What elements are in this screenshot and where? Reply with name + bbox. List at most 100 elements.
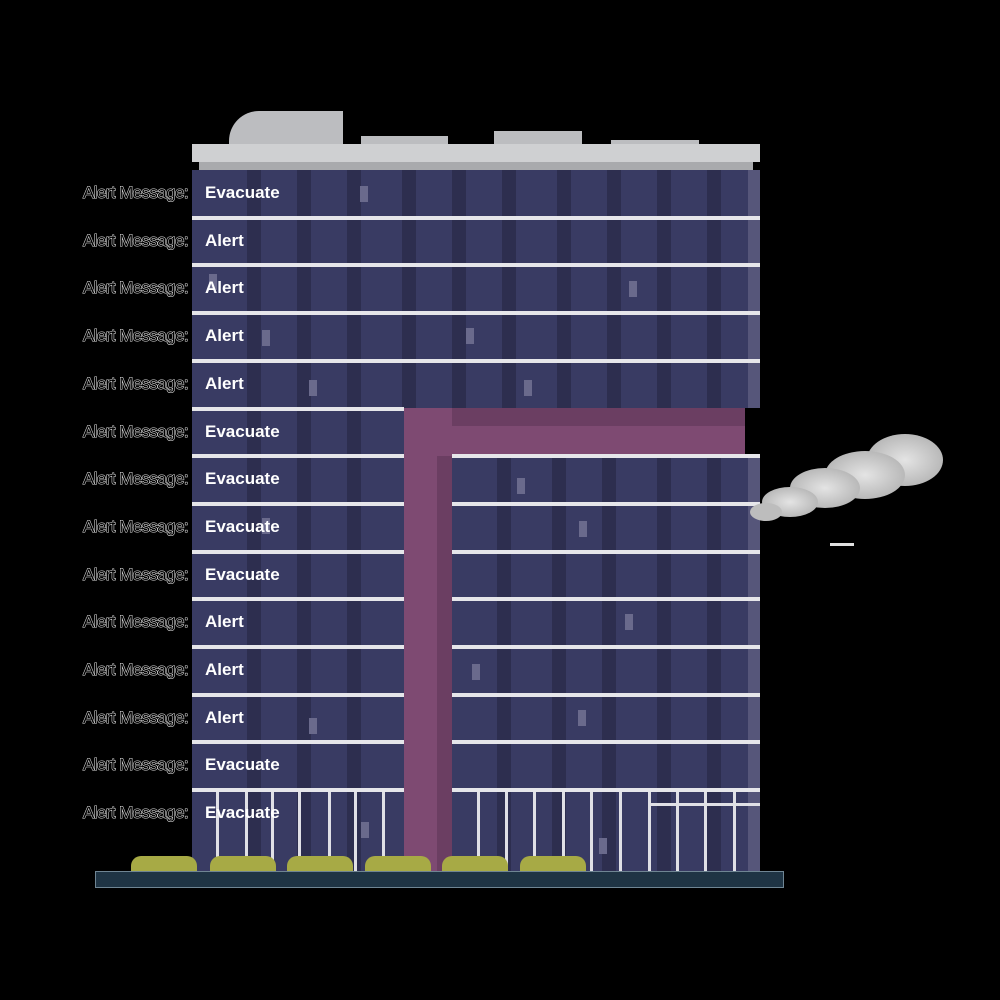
- floor-divider: [452, 597, 760, 601]
- planter: [520, 856, 586, 872]
- floor-divider: [192, 597, 404, 601]
- floor-divider: [192, 550, 404, 554]
- planter: [442, 856, 508, 872]
- lit-window: [625, 614, 633, 630]
- floor-divider: [452, 645, 760, 649]
- floor-alert-status: Evacuate: [205, 565, 280, 584]
- floor-divider: [192, 311, 760, 315]
- floor-divider: [192, 740, 404, 744]
- floor-alert-status: Evacuate: [205, 517, 280, 536]
- floor-divider: [192, 454, 404, 458]
- floor-divider: [452, 788, 760, 792]
- floor-divider: [192, 645, 404, 649]
- floor-alert-label: Alert Message:: [83, 469, 190, 489]
- mullion: [704, 792, 707, 872]
- mullion: [533, 792, 536, 872]
- mullion: [477, 792, 480, 872]
- floor-alert-label: Alert Message:: [83, 231, 190, 251]
- floor-divider: [192, 216, 760, 220]
- transom-bar: [648, 803, 760, 806]
- mullion: [271, 792, 274, 872]
- mullion: [216, 792, 219, 872]
- planter: [210, 856, 276, 872]
- floor-alert-status: Evacuate: [205, 183, 280, 202]
- mullion: [328, 792, 331, 872]
- roof-unit: [494, 131, 582, 145]
- floor-alert-label: Alert Message:: [83, 326, 190, 346]
- floor-alert-status: Alert: [205, 374, 244, 393]
- mullion: [245, 792, 248, 872]
- floor-alert-status: Evacuate: [205, 755, 280, 774]
- lit-window: [599, 838, 607, 854]
- lit-window: [262, 330, 270, 346]
- floor-alert-status: Alert: [205, 660, 244, 679]
- floor-divider: [192, 359, 760, 363]
- floor-alert-status: Alert: [205, 708, 244, 727]
- roof-fascia: [199, 162, 753, 170]
- mullion: [676, 792, 679, 872]
- smoke-plume-icon: [750, 434, 943, 546]
- mullion: [298, 792, 301, 872]
- floor-alert-label: Alert Message:: [83, 755, 190, 775]
- ground-base: [95, 871, 784, 888]
- mullion: [354, 792, 357, 872]
- floor-alert-label: Alert Message:: [83, 278, 190, 298]
- floor-divider: [192, 693, 404, 697]
- floor-alert-label: Alert Message:: [83, 517, 190, 537]
- roof-unit: [611, 140, 699, 145]
- mullion: [733, 792, 736, 872]
- lit-window: [472, 664, 480, 680]
- floor-alert-status: Alert: [205, 278, 244, 297]
- roof-unit: [361, 136, 448, 145]
- lit-window: [629, 281, 637, 297]
- purple-accent-shadow: [404, 408, 745, 426]
- lit-window: [579, 521, 587, 537]
- lit-window: [524, 380, 532, 396]
- floor-divider: [452, 550, 760, 554]
- floor-alert-status: Alert: [205, 231, 244, 250]
- floor-alert-status: Alert: [205, 612, 244, 631]
- lit-window: [209, 274, 217, 290]
- floor-divider: [192, 788, 404, 792]
- building-right-block: [452, 456, 760, 872]
- mullion: [562, 792, 565, 872]
- purple-column-shadow: [437, 456, 452, 872]
- floor-alert-label: Alert Message:: [83, 708, 190, 728]
- lit-window: [517, 478, 525, 494]
- lit-window: [262, 518, 270, 534]
- floor-divider: [192, 407, 404, 411]
- floor-alert-status: Alert: [205, 326, 244, 345]
- mullion: [590, 792, 593, 872]
- floor-alert-label: Alert Message:: [83, 803, 190, 823]
- floor-alert-status: Evacuate: [205, 422, 280, 441]
- planter: [365, 856, 431, 872]
- floor-divider: [452, 454, 760, 458]
- lit-window: [309, 718, 317, 734]
- roof-dome-unit: [229, 111, 343, 145]
- floor-alert-status: Evacuate: [205, 469, 280, 488]
- building-upper-block: [192, 170, 760, 408]
- lit-window: [309, 380, 317, 396]
- floor-alert-label: Alert Message:: [83, 422, 190, 442]
- floor-alert-label: Alert Message:: [83, 612, 190, 632]
- floor-alert-status: Evacuate: [205, 803, 280, 822]
- mullion: [648, 792, 651, 872]
- floor-divider: [452, 740, 760, 744]
- floor-alert-label: Alert Message:: [83, 565, 190, 585]
- lit-window: [466, 328, 474, 344]
- lit-window: [360, 186, 368, 202]
- floor-alert-label: Alert Message:: [83, 374, 190, 394]
- floor-alert-label: Alert Message:: [83, 183, 190, 203]
- floor-alert-label: Alert Message:: [83, 660, 190, 680]
- planter: [131, 856, 197, 872]
- floor-divider: [192, 263, 760, 267]
- lit-window: [361, 822, 369, 838]
- mullion: [505, 792, 508, 872]
- mullion: [382, 792, 385, 872]
- floor-divider: [452, 502, 760, 506]
- floor-divider: [192, 502, 404, 506]
- planter: [287, 856, 353, 872]
- floor-divider: [452, 693, 760, 697]
- roof-slab: [192, 144, 760, 162]
- lit-window: [578, 710, 586, 726]
